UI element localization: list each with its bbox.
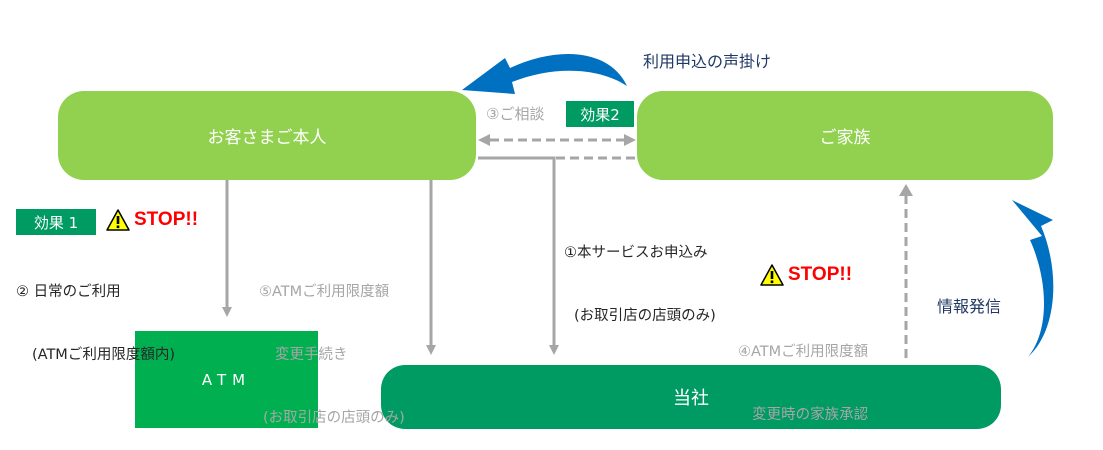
warning-triangle-icon (106, 209, 130, 231)
label-family-approval: ④ATMご利用限度額 変更時の家族承認 (738, 300, 868, 447)
label-service-apply-line2: (お取引店の店頭のみ) (574, 308, 716, 324)
label-daily-use-line2: (ATMご利用限度額内) (32, 347, 175, 363)
connectors (222, 54, 1054, 358)
node-customer-label: お客さまご本人 (207, 128, 327, 148)
node-customer: お客さまご本人 (58, 91, 476, 180)
badge-effect-1: 効果 1 (16, 209, 96, 235)
warning-triangle-icon (760, 264, 784, 286)
stop-warning-2: STOP!! (760, 264, 852, 286)
label-info-send: 情報発信 (937, 297, 1002, 316)
label-limit-change-line3: (お取引店の店頭のみ) (263, 410, 405, 426)
arrow-service-apply (478, 156, 559, 355)
node-company: 当社 (381, 365, 1001, 429)
badge-effect-2: 効果2 (566, 101, 634, 127)
curved-arrow-icon (462, 54, 627, 94)
label-daily-use: ② 日常のご利用 (ATMご利用限度額内) (16, 240, 175, 387)
node-family: ご家族 (637, 91, 1053, 180)
stop-label-1: STOP!! (134, 209, 199, 230)
label-apply-call: 利用申込の声掛け (643, 52, 772, 71)
label-family-approval-line2: 変更時の家族承認 (752, 407, 869, 423)
curved-arrow-icon (1012, 200, 1054, 357)
node-family-label: ご家族 (819, 128, 871, 148)
approval-arrowhead (899, 184, 913, 196)
stop-label-2: STOP!! (788, 264, 853, 285)
label-service-apply-line1: ①本サービスお申込み (564, 245, 708, 261)
badge-effect-1-label: 効果 1 (33, 213, 79, 232)
stop-warning-1: STOP!! (106, 209, 198, 231)
label-limit-change-line2: 変更手続き (275, 347, 348, 363)
label-limit-change-line1: ⑤ATMご利用限度額 (259, 284, 390, 300)
badge-effect-2-label: 効果2 (580, 105, 620, 124)
label-limit-change: ⑤ATMご利用限度額 変更手続き (お取引店の店頭のみ) (259, 240, 405, 450)
node-atm-label: ATM (201, 370, 252, 389)
label-family-approval-line1: ④ATMご利用限度額 (738, 344, 869, 360)
label-consult: ③ご相談 (486, 105, 545, 123)
node-atm: ATM (135, 331, 318, 428)
consult-arrowhead-left (478, 134, 490, 146)
label-daily-use-line1: ② 日常のご利用 (16, 284, 121, 300)
node-company-label: 当社 (673, 388, 709, 409)
consult-arrowhead-right (624, 134, 636, 146)
label-service-apply: ①本サービスお申込み (お取引店の店頭のみ) (564, 201, 716, 348)
